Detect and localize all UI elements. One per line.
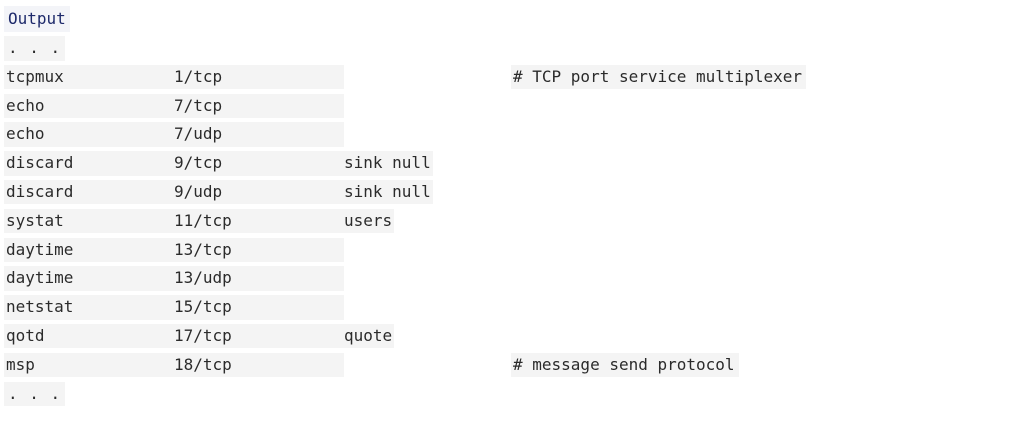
service-name: daytime: [4, 266, 172, 291]
service-row: echo 7/udp: [4, 120, 344, 149]
service-alias: users: [342, 208, 395, 234]
service-name: netstat: [4, 295, 172, 320]
code-output-block: . . . tcpmux 1/tcp # TCP port service mu…: [4, 34, 806, 409]
service-port: 9/udp: [172, 179, 344, 205]
service-port: 13/tcp: [172, 237, 344, 263]
service-name: msp: [4, 352, 172, 378]
service-row: systat 11/tcp users: [4, 207, 395, 236]
service-name: daytime: [4, 237, 172, 263]
service-port: 15/tcp: [172, 295, 344, 320]
service-name: discard: [4, 179, 172, 205]
service-port: 1/tcp: [172, 64, 344, 90]
service-row: msp 18/tcp # message send protocol: [4, 351, 739, 380]
service-row: echo 7/tcp: [4, 92, 344, 121]
service-port: 7/udp: [172, 122, 344, 147]
ellipsis-bottom-line: . . .: [4, 380, 66, 409]
service-name: systat: [4, 208, 172, 234]
service-row: daytime 13/tcp: [4, 236, 344, 265]
service-port: 11/tcp: [172, 208, 344, 234]
service-row: discard 9/tcp sink null: [4, 149, 433, 178]
service-port: 7/tcp: [172, 93, 344, 119]
service-row: discard 9/udp sink null: [4, 178, 433, 207]
service-port: 13/udp: [172, 266, 344, 291]
service-alias: sink null: [342, 151, 433, 176]
service-alias: sink null: [342, 179, 433, 205]
service-name: echo: [4, 122, 172, 147]
service-comment: # message send protocol: [511, 352, 739, 378]
service-port: 17/tcp: [172, 323, 344, 349]
output-label: Output: [4, 6, 70, 32]
service-row: netstat 15/tcp: [4, 293, 344, 322]
ellipsis-bottom: . . .: [4, 381, 66, 407]
service-row: tcpmux 1/tcp # TCP port service multiple…: [4, 63, 806, 92]
ellipsis-top-line: . . .: [4, 34, 66, 63]
ellipsis-top: . . .: [4, 36, 66, 61]
service-port: 18/tcp: [172, 352, 344, 378]
service-port: 9/tcp: [172, 151, 344, 176]
service-alias: quote: [342, 323, 395, 349]
service-name: qotd: [4, 323, 172, 349]
services-list: tcpmux 1/tcp # TCP port service multiple…: [4, 63, 806, 380]
service-name: echo: [4, 93, 172, 119]
service-row: daytime 13/udp: [4, 264, 344, 293]
service-name: tcpmux: [4, 64, 172, 90]
service-row: qotd 17/tcp quote: [4, 322, 395, 351]
service-comment: # TCP port service multiplexer: [511, 64, 806, 90]
service-name: discard: [4, 151, 172, 176]
